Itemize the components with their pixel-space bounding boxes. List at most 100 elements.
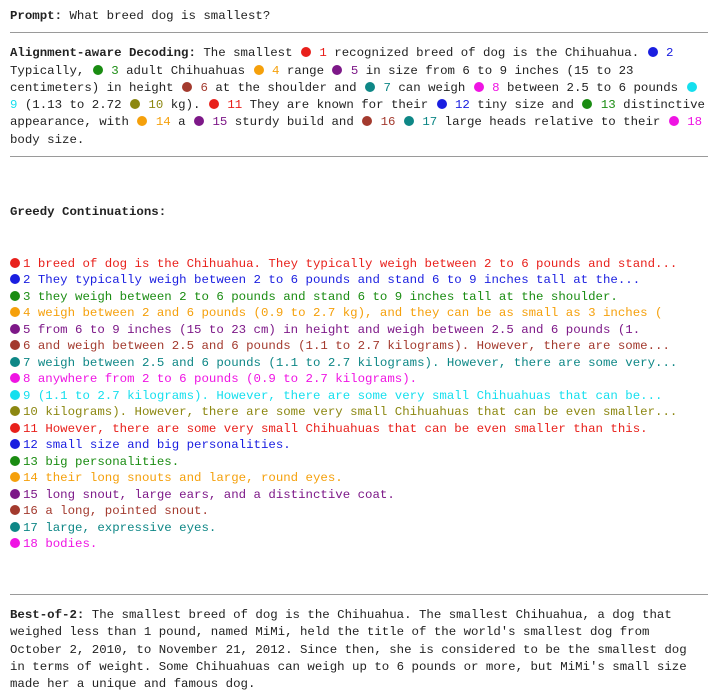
marker-dot-icon [10, 422, 20, 433]
greedy-line-text: bodies. [45, 537, 98, 552]
greedy-line: 10 kilograms). However, there are some v… [10, 404, 708, 421]
greedy-line-number: 8 [23, 372, 31, 387]
marker-dot-icon [332, 64, 343, 75]
marker-dot-icon [10, 274, 20, 285]
alignment-segment: a [170, 115, 194, 130]
greedy-line-number: 5 [23, 322, 31, 337]
marker-dot-icon [182, 81, 193, 92]
marker-number: 15 [205, 115, 228, 130]
greedy-line-text: kilograms). However, there are some very… [45, 405, 678, 420]
marker-number: 13 [593, 98, 616, 113]
marker-dot-icon [10, 488, 20, 499]
marker-dot-icon [647, 47, 658, 58]
marker-dot-icon [194, 116, 205, 127]
marker-number: 5 [343, 63, 359, 78]
greedy-line-number: 9 [23, 388, 31, 403]
greedy-line: 12 small size and big personalities. [10, 437, 708, 454]
marker-number: 18 [679, 115, 703, 130]
greedy-line: 5 from 6 to 9 inches (15 to 23 cm) in he… [10, 322, 708, 339]
greedy-line: 8 anywhere from 2 to 6 pounds (0.9 to 2.… [10, 371, 708, 388]
greedy-line-number: 12 [23, 438, 38, 453]
alignment-segment: range [279, 63, 332, 78]
greedy-line-text: big personalities. [45, 454, 180, 469]
marker-dot-icon [10, 521, 20, 532]
greedy-line-number: 16 [23, 504, 38, 519]
greedy-line-text: a long, pointed snout. [45, 504, 209, 519]
marker-dot-icon [10, 538, 20, 549]
greedy-line-text: They typically weigh between 2 to 6 poun… [37, 273, 641, 288]
greedy-line-number: 7 [23, 355, 31, 370]
greedy-line-text: long snout, large ears, and a distinctiv… [45, 487, 395, 502]
marker-dot-icon [10, 505, 20, 516]
greedy-line: 3 they weigh between 2 to 6 pounds and s… [10, 289, 708, 306]
greedy-line-number: 15 [23, 487, 38, 502]
greedy-line-number: 14 [23, 471, 38, 486]
marker-dot-icon [208, 99, 219, 110]
marker-dot-icon [10, 290, 20, 301]
greedy-line: 7 weigh between 2.5 and 6 pounds (1.1 to… [10, 355, 708, 372]
marker-dot-icon [473, 81, 484, 92]
alignment-text: The smallest 1 recognized breed of dog i… [10, 46, 712, 146]
alignment-segment: in size from 6 to 9 inches (15 to 23 cen… [10, 63, 641, 95]
alignment-segment: adult Chihuahuas [118, 63, 253, 78]
marker-number: 10 [140, 98, 164, 113]
greedy-line-number: 10 [23, 405, 38, 420]
marker-number: 14 [148, 115, 171, 130]
greedy-line: 6 and weigh between 2.5 and 6 pounds (1.… [10, 338, 708, 355]
alignment-segment: Typically, [10, 46, 681, 78]
marker-dot-icon [10, 356, 20, 367]
marker-number: 2 [658, 46, 674, 61]
alignment-segment: distinctive appearance, with [10, 98, 713, 130]
marker-dot-icon [362, 116, 373, 127]
page: Prompt: What breed dog is smallest? Alig… [10, 9, 708, 691]
marker-number: 6 [193, 80, 208, 95]
alignment-segment: They are known for their [242, 98, 436, 113]
greedy-line: 13 big personalities. [10, 454, 708, 471]
alignment-segment: kg). [163, 98, 208, 113]
marker-dot-icon [10, 340, 20, 351]
greedy-line: 18 bodies. [10, 536, 708, 553]
marker-number: 1 [312, 46, 327, 61]
greedy-line-number: 11 [23, 421, 38, 436]
marker-number: 4 [264, 63, 280, 78]
marker-dot-icon [686, 81, 697, 92]
greedy-line: 2 They typically weigh between 2 to 6 po… [10, 272, 708, 289]
greedy-line-text: they weigh between 2 to 6 pounds and sta… [37, 289, 618, 304]
alignment-segment: sturdy build and [227, 115, 362, 130]
greedy-line: 4 weigh between 2 and 6 pounds (0.9 to 2… [10, 305, 708, 322]
alignment-segment: large heads relative to their [437, 115, 668, 130]
alignment-segment: can weigh [390, 80, 473, 95]
alignment-segment [396, 115, 403, 129]
greedy-line: 11 However, there are some very small Ch… [10, 421, 708, 438]
marker-dot-icon [10, 439, 20, 450]
marker-number: 11 [219, 98, 243, 113]
greedy-line-text: weigh between 2.5 and 6 pounds (1.1 to 2… [37, 355, 678, 370]
greedy-line-text: (1.1 to 2.7 kilograms). However, there a… [37, 388, 663, 403]
greedy-line-number: 13 [23, 454, 38, 469]
greedy-line-text: However, there are some very small Chihu… [45, 421, 648, 436]
greedy-line-text: large, expressive eyes. [45, 520, 217, 535]
marker-dot-icon [10, 389, 20, 400]
greedy-line: 17 large, expressive eyes. [10, 520, 708, 537]
marker-dot-icon [137, 116, 148, 127]
greedy-line-text: weigh between 2 and 6 pounds (0.9 to 2.7… [37, 306, 663, 321]
best-of-2-label: Best-of-2: [10, 608, 85, 623]
marker-dot-icon [10, 406, 20, 417]
greedy-line-number: 1 [23, 256, 31, 271]
best-of-2-section: Best-of-2: The smallest breed of dog is … [10, 607, 708, 693]
marker-dot-icon [582, 99, 593, 110]
alignment-segment: at the shoulder and [207, 80, 365, 95]
greedy-line-text: breed of dog is the Chihuahua. They typi… [37, 256, 678, 271]
marker-number: 9 [10, 80, 705, 113]
alignment-section: Alignment-aware Decoding: The smallest 1… [10, 45, 708, 149]
marker-number: 16 [373, 115, 396, 130]
marker-dot-icon [365, 81, 376, 92]
marker-dot-icon [10, 373, 20, 384]
greedy-line: 9 (1.1 to 2.7 kilograms). However, there… [10, 388, 708, 405]
alignment-segment: between 2.5 to 6 pounds [499, 80, 686, 95]
divider [10, 156, 708, 158]
marker-dot-icon [436, 99, 447, 110]
alignment-segment: recognized breed of dog is the Chihuahua… [326, 46, 647, 61]
greedy-line-text: their long snouts and large, round eyes. [45, 471, 343, 486]
greedy-line-text: small size and big personalities. [45, 438, 291, 453]
